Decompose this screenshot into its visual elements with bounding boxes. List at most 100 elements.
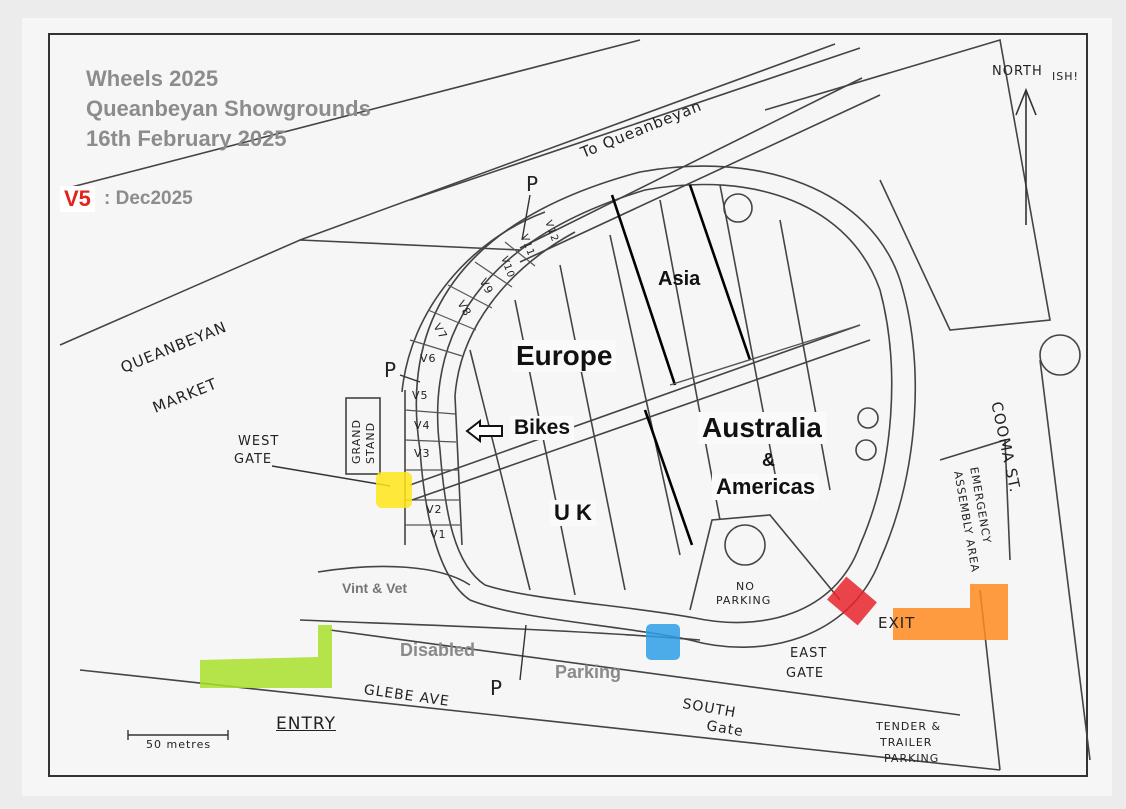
east-aisle	[669, 324, 861, 386]
stall-divider	[404, 439, 457, 443]
compass-suffix: ISH!	[1052, 70, 1079, 83]
vendor-stall-v3: V3	[414, 447, 431, 460]
east-gate-label-2: GATE	[786, 666, 825, 681]
vendor-arc-inner	[454, 231, 576, 397]
vendor-stall-v1: V1	[430, 528, 447, 541]
stall-divider	[409, 339, 463, 357]
oval-track-outer	[415, 165, 917, 648]
tender-label-3: PARKING	[884, 752, 940, 765]
tree	[724, 524, 766, 566]
no-parking-area	[689, 514, 841, 611]
exit-marker	[893, 584, 1008, 640]
scale-label: 50 metres	[146, 738, 212, 751]
vendor-dividers	[404, 241, 536, 526]
vendor-stall-v6: V6	[420, 352, 437, 365]
zone-bikes: Bikes	[510, 416, 575, 440]
grid-line	[659, 199, 721, 521]
stall-divider	[447, 284, 493, 309]
west-gate-pointer	[271, 465, 391, 487]
bikes-arrow-icon	[465, 418, 503, 444]
grid-line	[469, 349, 531, 591]
parking-marker-west: P	[384, 358, 398, 382]
grid-line	[609, 234, 681, 556]
parking-arrows	[271, 194, 531, 681]
entry-marker	[200, 625, 332, 688]
vendor-arc-outer	[401, 211, 546, 393]
asia-divider	[688, 184, 752, 361]
map-linework	[59, 38, 1091, 771]
version-text: : Dec2025	[104, 188, 193, 209]
zone-americas: Americas	[712, 474, 820, 500]
oval-track-inner	[436, 183, 893, 624]
zone-vint-vet: Vint & Vet	[342, 580, 408, 596]
vendor-column-inner	[454, 395, 463, 546]
zone-parking: Parking	[555, 662, 622, 682]
grid-line	[559, 264, 626, 591]
top-road-edge-1	[59, 39, 641, 191]
vendor-stall-v4: V4	[414, 419, 431, 432]
tree	[723, 193, 753, 223]
parking-marker-south: P	[490, 676, 504, 700]
zone-disabled: Disabled	[400, 640, 476, 660]
south-gate-marker	[646, 624, 680, 660]
tree	[855, 439, 877, 461]
zone-australia: Australia	[698, 412, 826, 444]
zone-dividers	[610, 184, 752, 546]
title-date: 16th February 2025	[86, 126, 287, 151]
west-gate-label-2: GATE	[234, 452, 273, 467]
grid-line	[719, 184, 781, 501]
no-parking-label-2: PARKING	[716, 594, 772, 607]
version-badge: V5	[60, 186, 95, 212]
top-road-edge-5	[519, 94, 881, 263]
top-road-edge-4	[519, 77, 863, 249]
entry-label: ENTRY	[276, 714, 336, 734]
zone-uk: U K	[550, 500, 596, 526]
tender-label-1: TENDER &	[876, 720, 942, 733]
title-event: Wheels 2025	[86, 66, 219, 91]
exit-label: EXIT	[878, 614, 916, 632]
uk-australia-divider	[643, 409, 694, 546]
parking-marker-north: P	[526, 172, 540, 196]
east-block	[764, 38, 1051, 331]
top-road-edge-3	[409, 47, 861, 201]
vendor-stall-v2: V2	[426, 503, 443, 516]
north-arrow-head	[1015, 87, 1037, 116]
stall-divider	[504, 241, 536, 267]
parking-arrow-south	[519, 624, 527, 681]
grid-line	[779, 219, 831, 491]
stall-divider	[404, 409, 456, 415]
zone-asia: Asia	[658, 268, 701, 290]
east-gate-marker	[827, 576, 877, 626]
grandstand-label-1: GRAND	[350, 419, 363, 464]
zone-europe: Europe	[512, 340, 617, 372]
cooma-st-edge-2	[1039, 359, 1091, 761]
parking-arrow-west	[399, 374, 421, 383]
parking-arrow-north	[521, 194, 531, 241]
vint-vet-lane	[317, 565, 471, 586]
west-gate-label-1: WEST	[238, 434, 280, 449]
tree	[857, 407, 879, 429]
vendor-stall-v5: V5	[412, 389, 429, 402]
east-gate-label-1: EAST	[790, 646, 828, 661]
tender-label-2: TRAILER	[880, 736, 933, 749]
central-aisle-edge-2	[411, 339, 871, 501]
market-boundary	[59, 239, 521, 346]
compass-label: NORTH	[992, 64, 1043, 79]
map-border	[48, 33, 1088, 777]
grandstand-label-2: STAND	[364, 421, 377, 464]
zone-amp: &	[762, 450, 775, 470]
top-road-edge-2	[299, 43, 836, 241]
no-parking-label-1: NO	[736, 580, 755, 593]
grandstand-outline	[345, 397, 381, 475]
roundabout	[1039, 334, 1081, 376]
central-aisle-edge-1	[409, 324, 861, 486]
emergency-area-bound	[939, 438, 1011, 561]
aisle-line	[669, 324, 861, 386]
title-venue: Queanbeyan Showgrounds	[86, 96, 371, 121]
asia-europe-divider	[610, 194, 677, 386]
west-gate-marker	[376, 472, 412, 508]
glebe-ave-edge-2	[329, 629, 961, 716]
north-arrow	[1015, 87, 1037, 225]
